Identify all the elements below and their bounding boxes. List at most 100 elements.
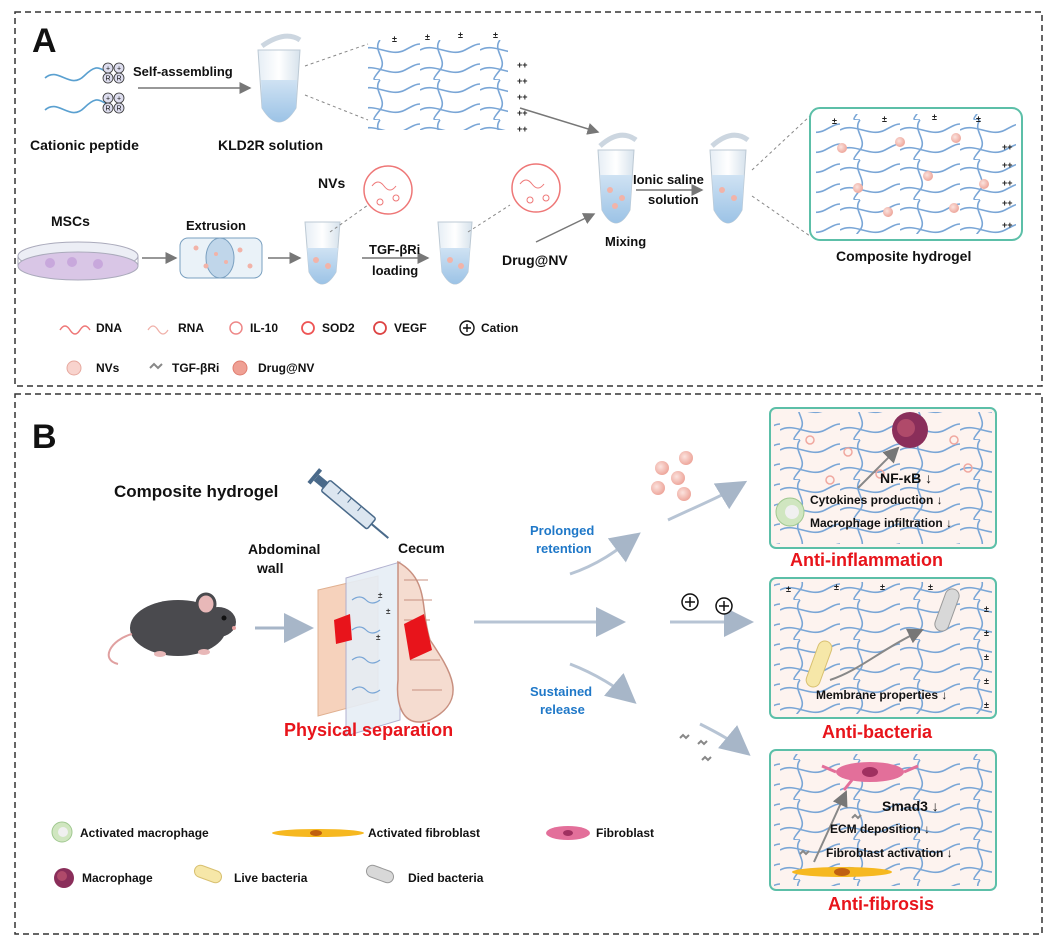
- svg-text:±: ±: [425, 32, 430, 42]
- svg-text:R: R: [116, 76, 121, 83]
- legend-macrophage-label: Macrophage: [82, 871, 153, 885]
- legend-drug-nv-label: Drug@NV: [258, 361, 315, 375]
- syringe-icon: [307, 468, 389, 539]
- panel-b-letter: B: [32, 418, 57, 456]
- svg-text:++: ++: [517, 108, 528, 118]
- mixing-tube-icon: [597, 132, 638, 224]
- legend-dna-label: DNA: [96, 321, 122, 335]
- membrane-properties-label: Membrane properties ↓: [816, 688, 948, 702]
- legend-il10-label: IL-10: [250, 321, 279, 335]
- ionic-saline-label-1: Ionic saline: [633, 172, 704, 187]
- abdominal-wall-label-2: wall: [257, 560, 284, 576]
- svg-text:±: ±: [378, 591, 383, 600]
- kld2r-tube-icon: [257, 33, 302, 123]
- abdominal-wall-label-1: Abdominal: [248, 541, 321, 557]
- drug-nv-label: Drug@NV: [502, 252, 568, 268]
- cations-icon: [681, 593, 733, 615]
- svg-text:±: ±: [932, 112, 937, 122]
- self-assembling-label: Self-assembling: [133, 64, 233, 79]
- anti-fibrosis-box: [769, 749, 997, 891]
- sustained-release-label-2: release: [540, 702, 585, 717]
- svg-text:R: R: [116, 106, 121, 113]
- panel-b-frame: [14, 393, 1043, 935]
- svg-text:++: ++: [1002, 142, 1013, 152]
- cytokines-label: Cytokines production ↓: [810, 493, 943, 507]
- svg-text:±: ±: [392, 34, 397, 44]
- legend-live-bacteria-label: Live bacteria: [234, 871, 308, 885]
- svg-text:±: ±: [984, 628, 989, 638]
- legend-sod2-label: SOD2: [322, 321, 355, 335]
- anti-fibrosis-title: Anti-fibrosis: [828, 894, 934, 914]
- macrophage-infiltration-label: Macrophage infiltration ↓: [810, 516, 953, 530]
- prolonged-retention-label-2: retention: [536, 541, 592, 556]
- svg-text:±: ±: [984, 652, 989, 662]
- svg-text:+: +: [106, 66, 110, 73]
- svg-text:+: +: [117, 66, 121, 73]
- legend-died-bacteria-label: Died bacteria: [408, 871, 484, 885]
- svg-text:±: ±: [984, 604, 989, 614]
- fiber-network-icon: ±±±± ++++++++++: [368, 30, 528, 134]
- svg-text:++: ++: [517, 60, 528, 70]
- composite-hydrogel-box: ±±±± ++++++++++: [809, 107, 1023, 241]
- ecm-deposition-label: ECM deposition ↓: [830, 822, 930, 836]
- fibroblast-activation-label: Fibroblast activation ↓: [826, 846, 953, 860]
- extrusion-icon: [179, 237, 263, 279]
- nfkb-label: NF-κB ↓: [880, 470, 933, 486]
- composite-hydrogel-a-label: Composite hydrogel: [836, 248, 972, 264]
- cationic-peptide-label: Cationic peptide: [30, 137, 139, 153]
- svg-text:++: ++: [1002, 178, 1013, 188]
- svg-text:+: +: [106, 96, 110, 103]
- svg-text:±: ±: [786, 584, 791, 594]
- svg-text:±: ±: [928, 582, 933, 592]
- extrusion-label: Extrusion: [186, 218, 246, 233]
- svg-text:±: ±: [984, 700, 989, 710]
- svg-text:+: +: [117, 96, 121, 103]
- legend-vegf-label: VEGF: [394, 321, 427, 335]
- composite-tube-icon: [709, 132, 750, 224]
- svg-text:±: ±: [458, 30, 463, 40]
- legend-fibroblast-label: Fibroblast: [596, 826, 655, 840]
- nvs-label: NVs: [318, 175, 346, 191]
- mscs-label: MSCs: [51, 213, 90, 229]
- svg-text:++: ++: [1002, 160, 1013, 170]
- svg-text:±: ±: [880, 582, 885, 592]
- smad3-label: Smad3 ↓: [882, 798, 939, 814]
- nv-tube-icon: [304, 221, 341, 285]
- svg-text:++: ++: [1002, 198, 1013, 208]
- svg-text:R: R: [105, 76, 110, 83]
- composite-hydrogel-b-label: Composite hydrogel: [114, 482, 279, 501]
- svg-text:R: R: [105, 106, 110, 113]
- abdominal-cecum-icon: ±±±: [317, 560, 454, 737]
- legend-cation-label: Cation: [481, 321, 519, 335]
- legend-a-icons: [59, 320, 475, 376]
- kld2r-solution-label: KLD2R solution: [218, 137, 323, 153]
- svg-text:±: ±: [882, 114, 887, 124]
- panel-a-letter: A: [32, 22, 57, 60]
- legend-activated-fibroblast-label: Activated fibroblast: [368, 826, 481, 840]
- legend-tgf-label: TGF-βRi: [172, 361, 220, 375]
- prolonged-retention-label-1: Prolonged: [530, 523, 595, 538]
- panel-a-frame: [14, 11, 1043, 387]
- svg-text:++: ++: [517, 124, 528, 134]
- svg-text:±: ±: [984, 676, 989, 686]
- anti-bacteria-box: ± ± ± ± ± ± ± ± ±: [769, 577, 997, 719]
- physical-separation-label: Physical separation: [284, 720, 454, 740]
- legend-rna-label: RNA: [178, 321, 204, 335]
- legend-activated-macrophage-label: Activated macrophage: [80, 826, 209, 840]
- svg-text:++: ++: [517, 92, 528, 102]
- cecum-label: Cecum: [398, 540, 445, 556]
- legend-b-icons: [51, 821, 590, 888]
- svg-text:±: ±: [834, 582, 839, 592]
- svg-text:±: ±: [976, 114, 981, 124]
- svg-text:±: ±: [493, 30, 498, 40]
- legend-nvs-label: NVs: [96, 361, 120, 375]
- tgf-loading-label-2: loading: [372, 263, 419, 278]
- svg-text:±: ±: [832, 116, 837, 126]
- svg-text:±: ±: [386, 607, 391, 616]
- released-drug-icon: [679, 733, 712, 762]
- anti-inflammation-title: Anti-inflammation: [790, 550, 943, 570]
- ionic-saline-label-2: solution: [648, 192, 699, 207]
